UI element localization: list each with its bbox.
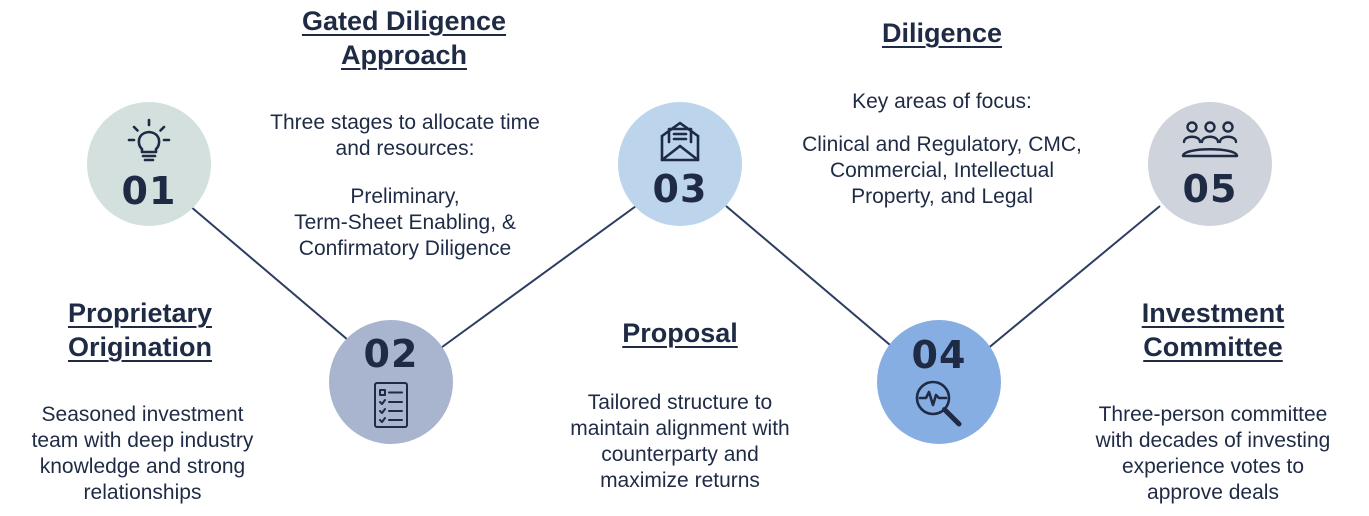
- step-04-intro: Key areas of focus:: [792, 89, 1092, 115]
- step-03-title: Proposal: [560, 316, 800, 350]
- checklist-icon: [373, 381, 409, 429]
- step-05-circle: 05: [1148, 102, 1272, 226]
- committee-meeting-icon: [1180, 120, 1240, 160]
- step-02-description-line: Confirmatory Diligence: [298, 237, 512, 260]
- step-04-description: Clinical and Regulatory, CMC, Commercial…: [762, 132, 1122, 210]
- step-01-description-line: team with deep industry: [31, 429, 254, 452]
- step-03-title-line: Proposal: [622, 318, 738, 348]
- step-03-description-line: maintain alignment with: [570, 417, 790, 440]
- step-03-description-line: Tailored structure to: [587, 391, 773, 414]
- step-02-description-line: Preliminary,: [350, 185, 460, 208]
- step-04-number: 04: [911, 333, 967, 377]
- step-04-title: Diligence: [822, 16, 1062, 50]
- step-01-number: 01: [121, 169, 177, 213]
- connector-03-04: [725, 205, 897, 351]
- step-04-description-line: Property, and Legal: [851, 185, 1033, 208]
- step-02-number: 02: [363, 332, 419, 376]
- lightbulb-icon: [126, 118, 172, 164]
- step-03-description-line: maximize returns: [600, 469, 760, 492]
- step-04-circle: 04: [877, 320, 1001, 444]
- step-02-title-line: Gated Diligence: [301, 6, 507, 36]
- step-05-description: Three-person committee with decades of i…: [1063, 402, 1363, 506]
- step-01-circle: 01: [87, 102, 211, 226]
- step-02-title-line: Approach: [340, 40, 467, 70]
- step-02-intro-line: and resources:: [335, 137, 475, 160]
- step-03-circle: 03: [618, 102, 742, 226]
- step-02-description-line: Term-Sheet Enabling, &: [294, 211, 516, 234]
- step-03-number: 03: [652, 167, 708, 211]
- step-01-description-line: Seasoned investment: [41, 403, 244, 426]
- connector-01-02: [189, 205, 349, 341]
- step-05-number: 05: [1182, 167, 1238, 211]
- step-03-description-line: counterparty and: [601, 443, 759, 466]
- step-04-intro-line: Key areas of focus:: [852, 90, 1032, 113]
- step-05-title-line: Investment: [1141, 298, 1285, 328]
- step-02-title: Gated Diligence Approach: [254, 4, 554, 72]
- step-05-description-line: experience votes to: [1121, 455, 1305, 478]
- step-03-description: Tailored structure to maintain alignment…: [530, 390, 830, 494]
- step-04-title-line: Diligence: [881, 18, 1003, 48]
- magnifier-pulse-icon: [912, 378, 966, 428]
- step-02-description: Preliminary, Term-Sheet Enabling, & Conf…: [244, 184, 566, 262]
- envelope-document-icon: [658, 120, 702, 162]
- step-05-description-line: approve deals: [1147, 481, 1279, 504]
- step-01-title-line: Origination: [68, 332, 212, 362]
- step-02-intro-line: Three stages to allocate time: [270, 111, 540, 134]
- step-01-description-line: relationships: [83, 481, 202, 504]
- connector-02-03: [437, 205, 637, 351]
- step-01-title-line: Proprietary: [67, 298, 213, 328]
- connector-04-05: [985, 205, 1161, 351]
- step-02-circle: 02: [329, 320, 453, 444]
- step-01-description-line: knowledge and strong: [39, 455, 246, 478]
- step-05-title-line: Committee: [1143, 332, 1283, 362]
- step-05-description-line: with decades of investing: [1095, 429, 1331, 452]
- step-05-title: Investment Committee: [1093, 296, 1333, 364]
- step-04-description-line: Commercial, Intellectual: [829, 159, 1055, 182]
- step-01-title: Proprietary Origination: [20, 296, 260, 364]
- step-01-description: Seasoned investment team with deep indus…: [0, 402, 285, 506]
- step-04-description-line: Clinical and Regulatory, CMC,: [802, 133, 1082, 156]
- step-05-description-line: Three-person committee: [1098, 403, 1328, 426]
- step-02-intro: Three stages to allocate time and resour…: [224, 110, 586, 162]
